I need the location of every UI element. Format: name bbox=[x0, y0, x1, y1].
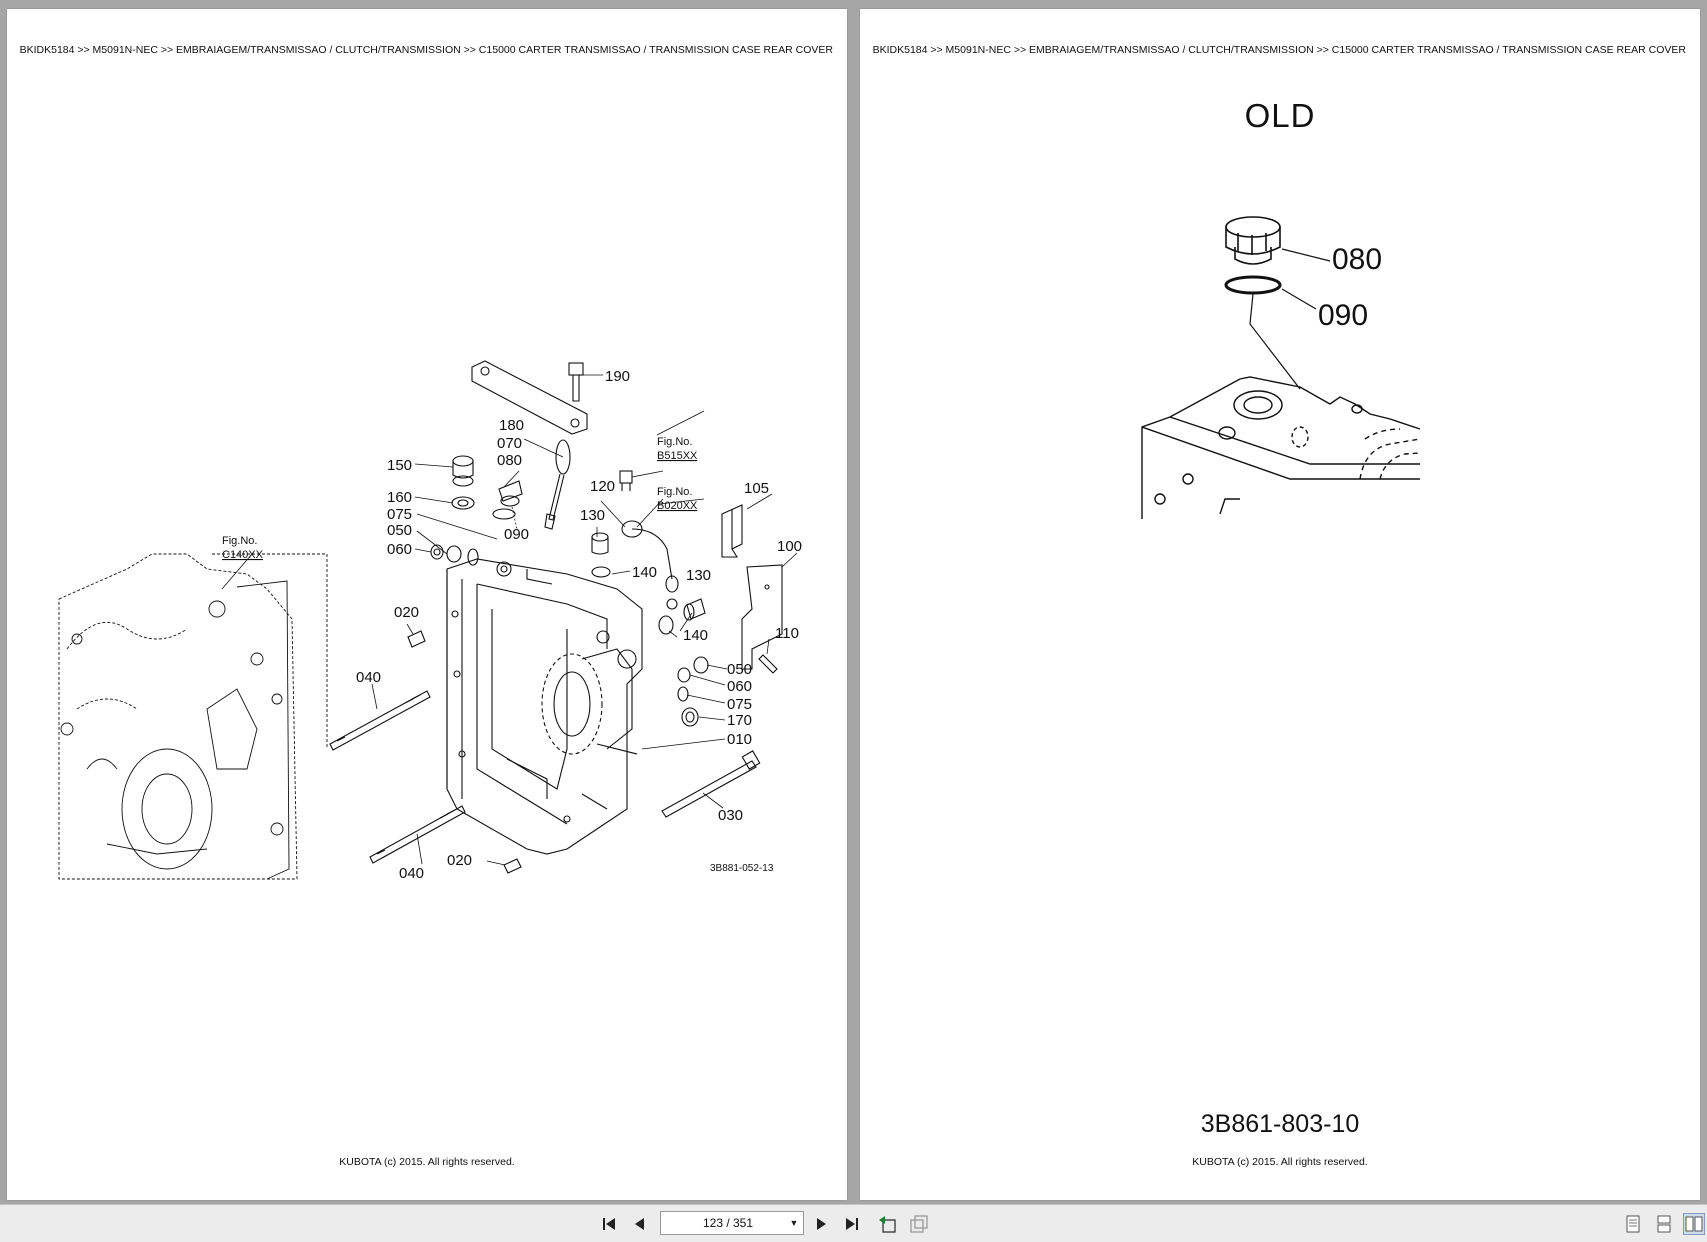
cover-100-drawing bbox=[741, 564, 783, 670]
go-back-icon[interactable] bbox=[876, 1213, 898, 1235]
bracket-180-drawing bbox=[471, 360, 588, 435]
callout-150: 150 bbox=[387, 457, 412, 474]
fig-ref-label: Fig.No. bbox=[657, 436, 692, 448]
callout-020-bottom: 020 bbox=[447, 852, 472, 869]
callout-130-right: 130 bbox=[686, 567, 711, 584]
breather-080-drawing bbox=[498, 480, 523, 507]
washer-140-top-drawing bbox=[591, 566, 611, 578]
callout-130: 130 bbox=[580, 507, 605, 524]
callout-060: 060 bbox=[387, 541, 412, 558]
callout-160: 160 bbox=[387, 489, 412, 506]
fig-ref-b020xx[interactable]: B020XX bbox=[657, 500, 698, 512]
page-indicator: 123 / 351 bbox=[702, 1216, 754, 1230]
fitting-050-drawing bbox=[446, 545, 462, 563]
continuous-view-icon[interactable] bbox=[1653, 1213, 1675, 1235]
dipstick-070-drawing bbox=[544, 439, 571, 530]
callout-140-right: 140 bbox=[683, 627, 708, 644]
document-page-left: BKIDK5184 >> M5091N-NEC >> EMBRAIAGEM/TR… bbox=[7, 9, 847, 1200]
washer-160-drawing bbox=[451, 496, 475, 510]
callout-110: 110 bbox=[775, 625, 799, 642]
document-viewer[interactable]: BKIDK5184 >> M5091N-NEC >> EMBRAIAGEM/TR… bbox=[0, 0, 1707, 1204]
stud-040-bottom-drawing bbox=[369, 805, 466, 864]
fig-ref-c140xx[interactable]: C140XX bbox=[222, 549, 264, 561]
fitting-130-right-drawing bbox=[683, 598, 706, 621]
old-part-detail-diagram: 080 090 bbox=[1141, 216, 1421, 519]
callout-040-bottom: 040 bbox=[399, 865, 424, 882]
callout-140: 140 bbox=[632, 564, 657, 581]
clutch-housing-drawing bbox=[58, 553, 328, 880]
copyright-footer: KUBOTA (c) 2015. All rights reserved. bbox=[1192, 1156, 1368, 1168]
fitting-050-right-drawing bbox=[693, 656, 709, 674]
callout-070: 070 bbox=[497, 435, 522, 452]
housing-corner-drawing bbox=[1141, 376, 1421, 519]
single-page-view-icon[interactable] bbox=[1622, 1213, 1644, 1235]
dowel-020-bottom-drawing bbox=[503, 858, 522, 874]
viewer-toolbar: 123 / 351 ▼ bbox=[0, 1204, 1707, 1242]
go-forward-icon[interactable] bbox=[908, 1213, 930, 1235]
next-page-icon[interactable] bbox=[810, 1213, 832, 1235]
bolt-190-drawing bbox=[568, 362, 584, 402]
copyright-footer: KUBOTA (c) 2015. All rights reserved. bbox=[339, 1156, 515, 1168]
prev-page-icon[interactable] bbox=[629, 1213, 651, 1235]
callout-020: 020 bbox=[394, 604, 419, 621]
part-code: 3B861-803-10 bbox=[1200, 1110, 1360, 1138]
callout-120: 120 bbox=[590, 478, 615, 495]
fig-ref-label: Fig.No. bbox=[657, 486, 692, 498]
fitting-075-right-drawing bbox=[677, 686, 689, 702]
callout-040: 040 bbox=[356, 669, 381, 686]
page-number-select[interactable]: 123 / 351 ▼ bbox=[660, 1211, 804, 1235]
breadcrumb: BKIDK5184 >> M5091N-NEC >> EMBRAIAGEM/TR… bbox=[872, 44, 1686, 56]
callout-170: 170 bbox=[727, 712, 752, 729]
drawing-number: 3B881-052-13 bbox=[710, 863, 774, 874]
fitting-060-right-drawing bbox=[677, 667, 691, 683]
callout-050-right: 050 bbox=[727, 661, 752, 678]
fig-ref-label: Fig.No. bbox=[222, 535, 257, 547]
first-page-icon[interactable] bbox=[598, 1213, 620, 1235]
last-page-icon[interactable] bbox=[841, 1213, 863, 1235]
oring-090-drawing bbox=[1224, 275, 1282, 295]
callout-010: 010 bbox=[727, 731, 752, 748]
callout-075-right: 075 bbox=[727, 696, 752, 713]
bolt-030-drawing bbox=[661, 750, 761, 818]
fitting-130-top-drawing bbox=[591, 532, 609, 555]
document-page-right: BKIDK5184 >> M5091N-NEC >> EMBRAIAGEM/TR… bbox=[860, 9, 1700, 1200]
two-page-view-icon[interactable] bbox=[1683, 1213, 1705, 1235]
callout-030: 030 bbox=[718, 807, 743, 824]
dowel-020-top-drawing bbox=[407, 630, 426, 648]
stud-040-top-drawing bbox=[329, 690, 431, 751]
breadcrumb: BKIDK5184 >> M5091N-NEC >> EMBRAIAGEM/TR… bbox=[19, 44, 833, 56]
callout-105: 105 bbox=[744, 480, 769, 497]
washer-140-right-drawing bbox=[658, 615, 674, 635]
fig-ref-b515xx[interactable]: B515XX bbox=[657, 450, 698, 462]
plug-150-drawing bbox=[452, 455, 474, 487]
chevron-down-icon[interactable]: ▼ bbox=[789, 1218, 799, 1228]
callout-060-right: 060 bbox=[727, 678, 752, 695]
callout-090: 090 bbox=[504, 526, 529, 543]
transmission-case-drawing bbox=[446, 558, 643, 855]
exploded-parts-diagram: 190 180 070 080 150 160 075 050 060 090 … bbox=[58, 360, 802, 882]
callout-090: 090 bbox=[1318, 299, 1368, 332]
callout-080: 080 bbox=[1332, 243, 1382, 276]
breather-cap-080-drawing bbox=[1225, 216, 1281, 265]
callout-100: 100 bbox=[777, 538, 802, 555]
bolt-110-drawing bbox=[758, 654, 778, 674]
washer-170-drawing bbox=[681, 707, 699, 727]
old-version-title: OLD bbox=[1244, 97, 1316, 134]
bracket-105-drawing bbox=[721, 504, 743, 558]
callout-050: 050 bbox=[387, 522, 412, 539]
callout-180: 180 bbox=[499, 417, 524, 434]
callout-080: 080 bbox=[497, 452, 522, 469]
callout-190: 190 bbox=[605, 368, 630, 385]
oring-090-drawing bbox=[492, 508, 516, 520]
callout-075: 075 bbox=[387, 506, 412, 523]
